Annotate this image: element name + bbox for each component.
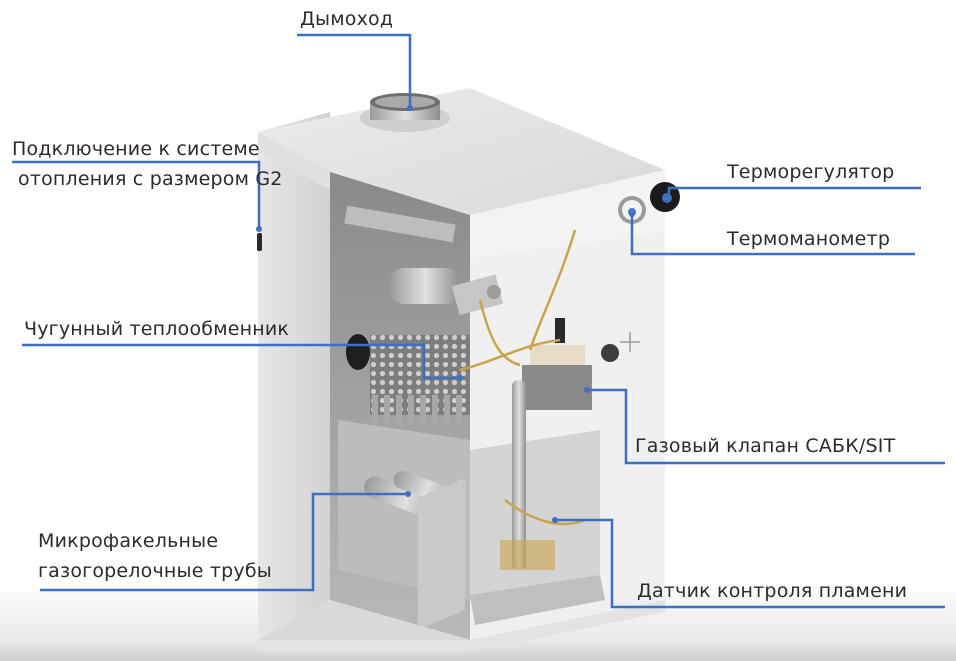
label-gas-valve: Газовый клапан САБК/SIT xyxy=(635,435,896,457)
label-thermomanometer: Термоманометр xyxy=(727,228,891,250)
boiler-top-cover xyxy=(258,88,665,258)
leader-chimney xyxy=(297,33,412,108)
leader-lines xyxy=(12,33,945,609)
label-flame-sensor: Датчик контроля пламени xyxy=(637,580,908,602)
boiler-cavity xyxy=(330,172,470,640)
label-thermostat: Терморегулятор xyxy=(727,161,895,183)
leader-gas-valve xyxy=(587,388,945,465)
leader-exchanger xyxy=(22,343,460,380)
leader-endpoints xyxy=(256,105,672,523)
thermomanometer-gauge xyxy=(618,196,646,224)
label-cast-iron-exchanger: Чугунный теплообменник xyxy=(24,318,290,340)
leader-flame-sensor xyxy=(555,518,945,609)
label-chimney: Дымоход xyxy=(300,8,394,30)
leader-heating-connection xyxy=(12,160,261,229)
label-burner-tubes-line1: Микрофакельные xyxy=(38,530,219,552)
boiler-front-panel xyxy=(451,232,665,640)
heating-connection-stub xyxy=(257,233,262,251)
label-heating-connection-line1: Подключение к системе xyxy=(12,138,260,160)
leader-thermomanometer xyxy=(630,214,915,256)
gas-valve-assembly xyxy=(459,229,592,570)
label-burner-tubes-line2: газогорелочные трубы xyxy=(38,560,272,582)
leader-burner-tubes xyxy=(40,492,408,592)
leader-thermostat xyxy=(667,186,921,198)
label-heating-connection-line2: отопления с размером G2 xyxy=(18,168,283,190)
boiler-base xyxy=(258,600,665,652)
thermostat-knob xyxy=(650,182,680,212)
chimney-flue xyxy=(360,93,450,132)
